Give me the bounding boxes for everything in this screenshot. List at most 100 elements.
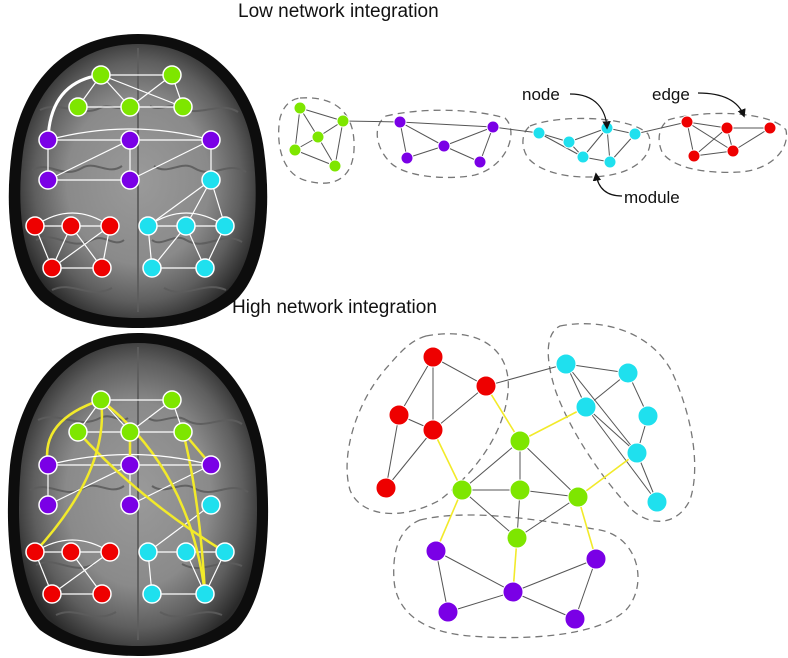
brain-low-curved-edge — [47, 128, 212, 141]
title-low-integration: Low network integration — [238, 1, 439, 22]
brain-low-node — [38, 130, 58, 150]
brain-low-node — [120, 97, 140, 117]
network-high-edge — [574, 558, 597, 620]
network-high-node — [375, 477, 397, 499]
network-low-node — [532, 126, 546, 140]
network-low-edge — [568, 127, 608, 143]
network-high-node — [626, 442, 648, 464]
network-high-node — [637, 405, 659, 427]
network-high-integrating-edge — [519, 406, 587, 442]
network-low-edge — [399, 121, 494, 128]
brain-high-node — [42, 584, 62, 604]
module-outline — [376, 109, 512, 179]
network-high-edge — [565, 363, 638, 454]
network-high-node — [388, 404, 410, 426]
network-high-edge — [447, 591, 514, 613]
module-outlines — [278, 97, 788, 639]
network-low-node — [680, 115, 694, 129]
network-low-node — [576, 150, 590, 164]
brain-low-node — [100, 216, 120, 236]
brain-high-node — [120, 455, 140, 475]
label-module: module — [624, 188, 680, 207]
brain-high-node — [120, 422, 140, 442]
module-outline — [346, 333, 509, 515]
brain-low-node — [142, 258, 162, 278]
network-high-edge — [516, 496, 579, 539]
brain-low-node — [61, 216, 81, 236]
network-low-node — [726, 144, 740, 158]
network-low-edge — [399, 121, 445, 147]
network-low-edge — [443, 145, 481, 163]
network-low-node — [473, 155, 487, 169]
network-high-edge — [398, 356, 434, 416]
brain-high-node — [38, 495, 58, 515]
title-high-integration: High network integration — [232, 297, 437, 318]
network-high-edge — [585, 406, 658, 503]
brain-high-node — [68, 422, 88, 442]
network-low-node — [293, 101, 307, 115]
network-low-edge — [538, 132, 584, 158]
network-low-node — [687, 149, 701, 163]
network-low-edge — [294, 149, 336, 167]
network-low-node — [562, 135, 576, 149]
network-high-node — [575, 396, 597, 418]
brain-low-edge — [100, 74, 184, 108]
brain-low-node — [25, 216, 45, 236]
network-high-edge — [432, 385, 487, 431]
network-high-edge — [435, 550, 514, 593]
brain-high-curved-edge — [181, 431, 207, 595]
brain-low-node — [38, 170, 58, 190]
brain-low-node — [92, 258, 112, 278]
network-high-node — [422, 346, 444, 368]
network-high-edge — [461, 489, 518, 539]
arrow-node — [569, 93, 611, 130]
network-low-node — [393, 115, 407, 129]
network-low-edge — [334, 120, 344, 167]
arrow-edge — [697, 92, 746, 118]
network-low-node — [603, 155, 617, 169]
brain-high-node — [38, 455, 58, 475]
network-low-node — [437, 139, 451, 153]
brain-low-edge — [51, 225, 111, 269]
network-low-edge — [299, 107, 344, 122]
brain-low-node — [42, 258, 62, 278]
brain-high-node — [162, 390, 182, 410]
network-high-node — [425, 540, 447, 562]
module-outline — [278, 97, 355, 184]
network-high-node — [422, 419, 444, 441]
network-high-node — [509, 479, 531, 501]
brain-high-edge — [147, 504, 212, 553]
network-low-edge — [342, 120, 401, 123]
brain-high-node — [201, 495, 221, 515]
brain-low-node — [120, 130, 140, 150]
network-low-node — [311, 130, 325, 144]
module-outline — [547, 323, 696, 522]
network-low-node — [628, 127, 642, 141]
network-low-edge — [294, 107, 301, 151]
brain-high-node — [173, 422, 193, 442]
network-high-edge — [485, 363, 567, 387]
network-low-edge — [686, 121, 728, 129]
brain-low-node — [120, 170, 140, 190]
brain-low-node — [91, 65, 111, 85]
brain-high-curved-edge — [34, 399, 104, 553]
brain-high-node — [215, 542, 235, 562]
brain-low-node — [176, 216, 196, 236]
brain-high-curved-edge — [77, 431, 226, 554]
brain-high-node — [91, 390, 111, 410]
brain-high-node — [195, 584, 215, 604]
network-high-integrating-edge — [435, 489, 463, 552]
network-high-node — [555, 353, 577, 375]
brain-high-edge — [129, 464, 212, 506]
brain-high-node — [142, 584, 162, 604]
network-low-node — [720, 121, 734, 135]
network-high-integrating-edge — [485, 385, 521, 442]
network-low-edge — [634, 121, 688, 135]
network-high-node — [509, 430, 531, 452]
brain-high-node — [201, 455, 221, 475]
brain-low-node — [201, 130, 221, 150]
network-low-edge — [686, 121, 734, 152]
network-high-node — [564, 608, 586, 630]
